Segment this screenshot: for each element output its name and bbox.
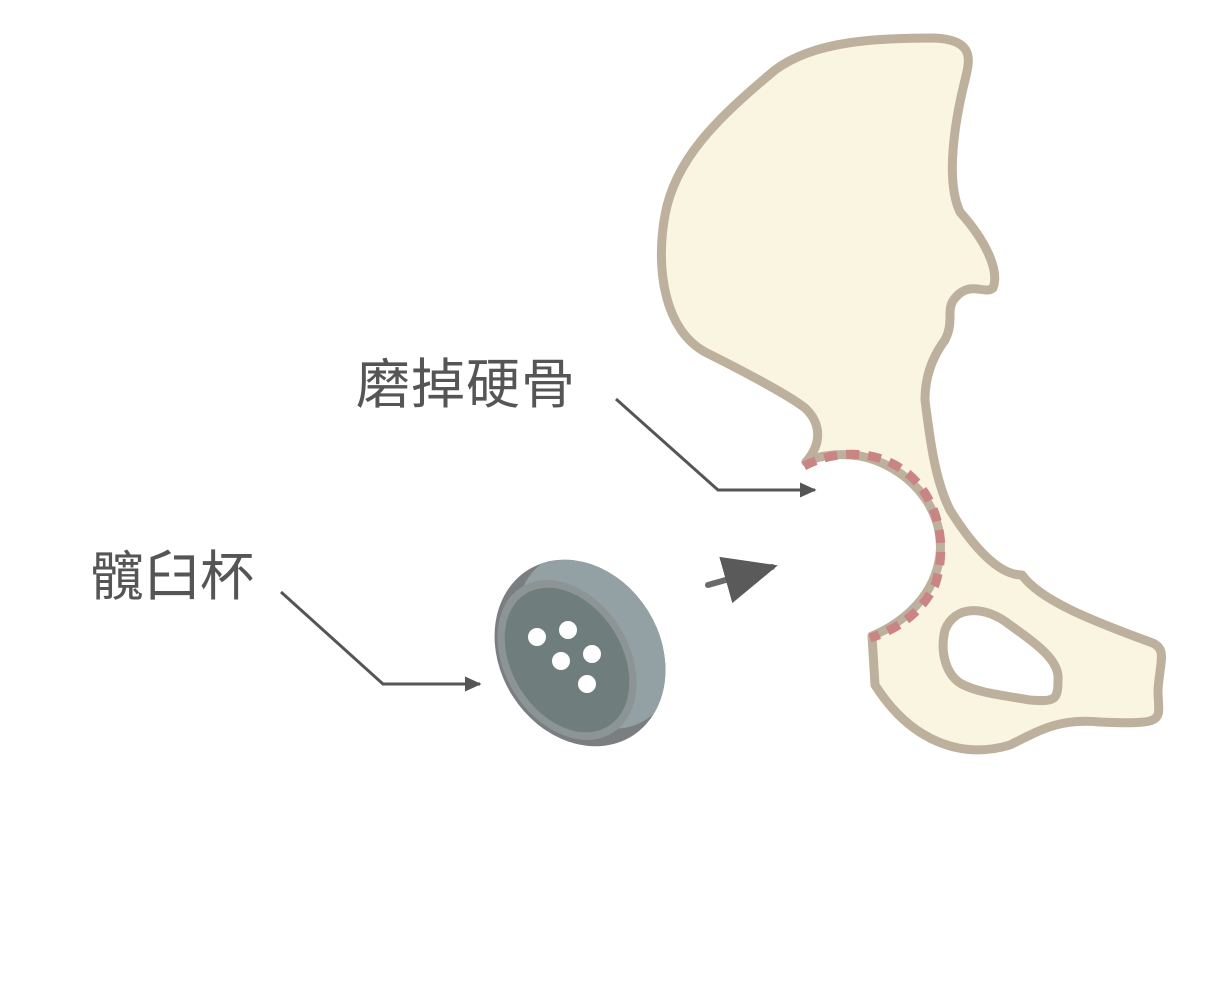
grind-bone-label: 磨掉硬骨 xyxy=(356,353,576,416)
acetabular-cup-label: 髖臼杯 xyxy=(90,545,255,608)
cup-screw-hole xyxy=(578,675,596,693)
cup-screw-hole xyxy=(559,621,577,639)
grind-cut-dashed-line xyxy=(801,449,946,643)
grind-bone-leader-arrow xyxy=(615,397,817,498)
cup-screw-hole xyxy=(528,628,546,646)
pelvis-bone-illustration xyxy=(656,33,1166,755)
acetabular-cup-implant xyxy=(494,551,677,747)
insertion-arrow xyxy=(705,556,778,604)
cup-leader-arrow xyxy=(279,590,482,692)
pelvis-foramen-hole xyxy=(938,606,1063,706)
cup-screw-hole xyxy=(583,645,601,663)
pelvis-bone-shape xyxy=(656,33,1166,755)
cup-screw-hole xyxy=(552,652,570,670)
